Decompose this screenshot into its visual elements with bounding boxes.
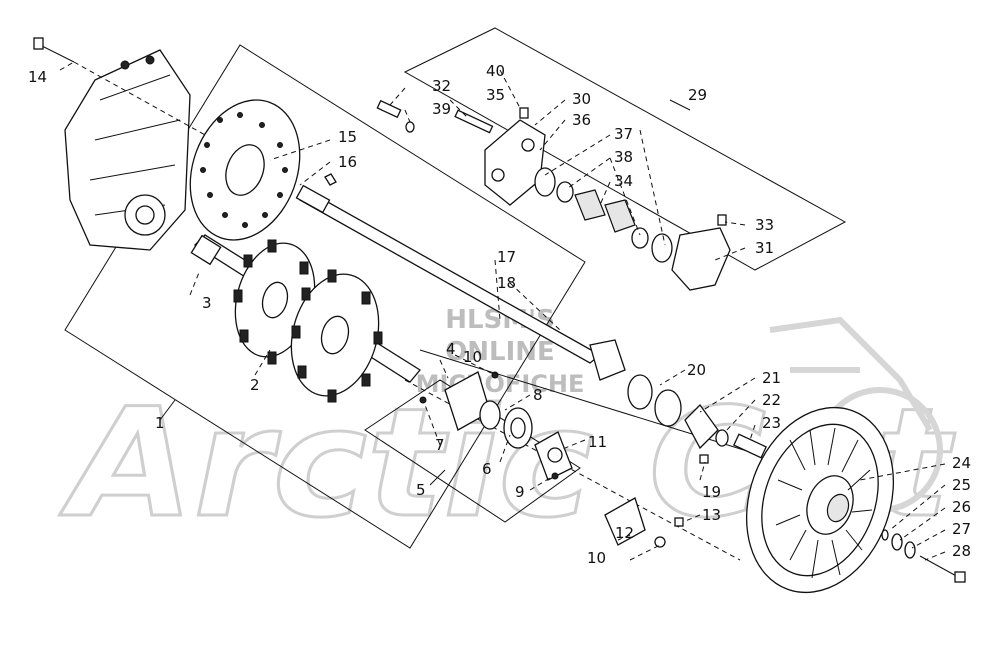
callout-9: 9 — [515, 483, 525, 501]
callout-10-lower: 10 — [587, 549, 606, 567]
drive-shaft — [190, 234, 421, 403]
callout-21: 21 — [762, 369, 781, 387]
callout-labels: 1 2 3 4 5 6 7 8 9 10 10 11 12 13 14 15 1… — [28, 62, 971, 567]
callout-23: 23 — [762, 414, 781, 432]
frame-bearing-assembly — [364, 379, 581, 523]
upper-shaft — [295, 173, 602, 364]
callout-39: 39 — [432, 100, 451, 118]
callout-24: 24 — [952, 454, 971, 472]
callout-26: 26 — [952, 498, 971, 516]
frame-brake-assembly — [403, 27, 847, 271]
callout-13: 13 — [702, 506, 721, 524]
callout-1: 1 — [155, 414, 165, 432]
callout-15: 15 — [338, 128, 357, 146]
callout-19: 19 — [702, 483, 721, 501]
callout-31: 31 — [755, 239, 774, 257]
bolt-14 — [33, 37, 251, 161]
callout-10-upper: 10 — [463, 348, 482, 366]
callout-30: 30 — [572, 90, 591, 108]
callout-3: 3 — [202, 294, 212, 312]
callout-16: 16 — [338, 153, 357, 171]
callout-5: 5 — [416, 481, 426, 499]
callout-37: 37 — [614, 125, 633, 143]
callout-36: 36 — [572, 111, 591, 129]
callout-6: 6 — [482, 460, 492, 478]
callout-2: 2 — [250, 376, 260, 394]
callout-14: 14 — [28, 68, 47, 86]
callout-4: 4 — [446, 340, 456, 358]
callout-18: 18 — [497, 274, 516, 292]
callout-40: 40 — [486, 62, 505, 80]
callout-7: 7 — [435, 436, 445, 454]
callout-29: 29 — [688, 86, 707, 104]
callout-8: 8 — [533, 386, 543, 404]
callout-33: 33 — [755, 216, 774, 234]
leader-lines — [59, 61, 946, 561]
driven-pulley — [745, 406, 966, 594]
callout-28: 28 — [952, 542, 971, 560]
callout-35: 35 — [486, 86, 505, 104]
callout-17: 17 — [497, 248, 516, 266]
callout-32: 32 — [432, 77, 451, 95]
callout-22: 22 — [762, 391, 781, 409]
callout-25: 25 — [952, 476, 971, 494]
chassis-case — [64, 49, 191, 251]
bearing-group — [404, 371, 741, 561]
callout-12: 12 — [615, 524, 634, 542]
center-bearings — [419, 339, 767, 464]
brake-disc — [189, 99, 301, 241]
callout-38: 38 — [614, 148, 633, 166]
callout-34: 34 — [614, 172, 633, 190]
callout-27: 27 — [952, 520, 971, 538]
brake-caliper — [376, 99, 731, 291]
callout-20: 20 — [687, 361, 706, 379]
callout-11: 11 — [588, 433, 607, 451]
